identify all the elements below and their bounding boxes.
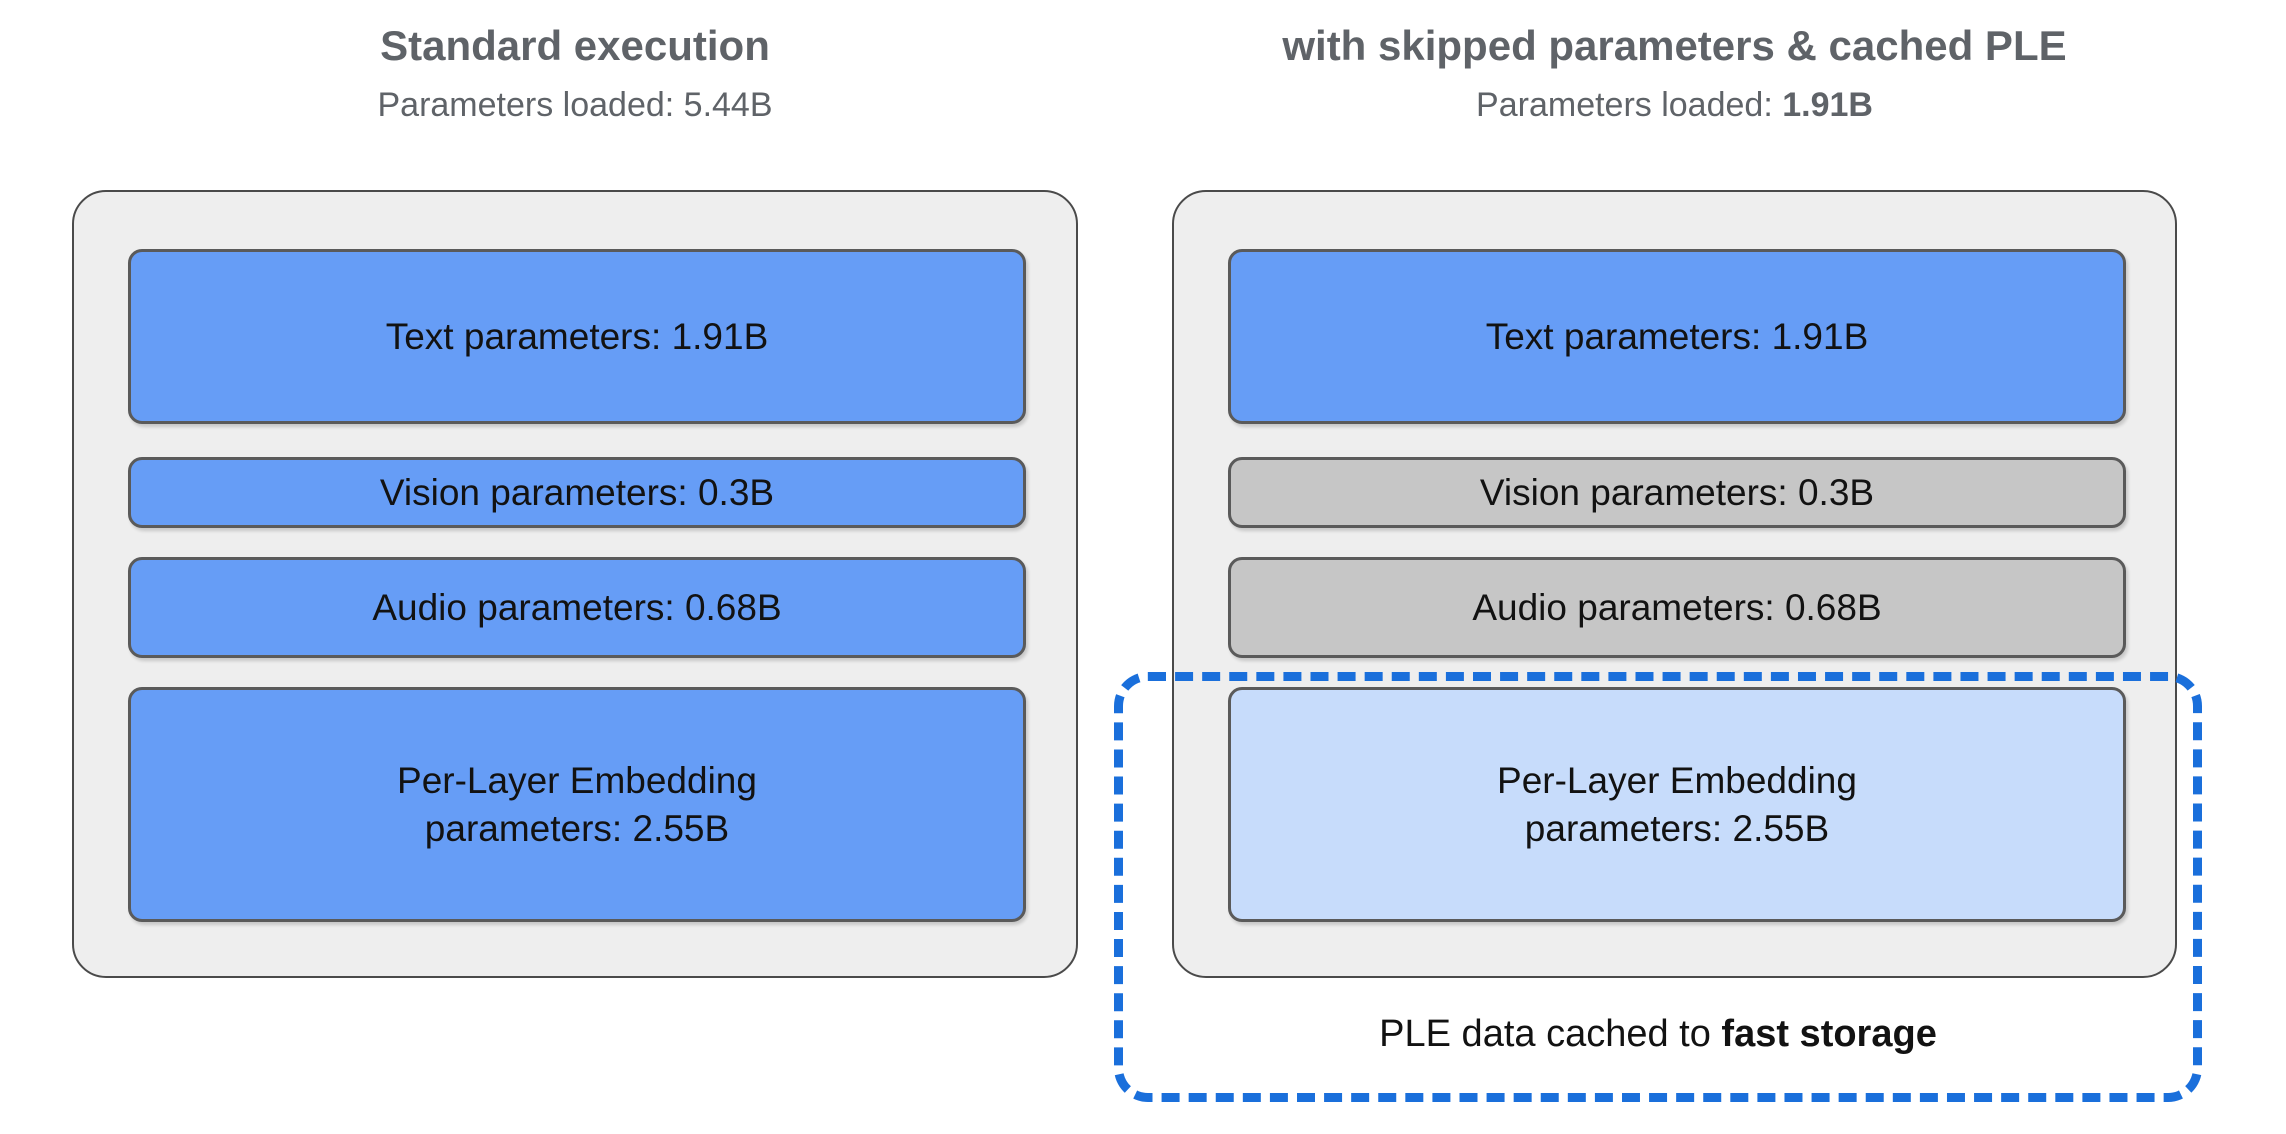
column-subtitle-standard: Parameters loaded: 5.44B (72, 86, 1078, 125)
block-label-line2: parameters: 2.55B (1524, 807, 1830, 849)
subtitle-prefix-optimized: Parameters loaded: (1476, 86, 1783, 125)
column-header-standard: Standard execution Parameters loaded: 5.… (72, 22, 1078, 125)
cache-caption-prefix: PLE data cached to (1379, 1013, 1722, 1055)
block-ple-parameters-optimized[interactable]: Per-Layer Embedding parameters: 2.55B (1228, 687, 2126, 922)
block-label-line1: Per-Layer Embedding (1497, 760, 1857, 802)
block-label: Vision parameters: 0.3B (379, 471, 775, 513)
subtitle-prefix-standard: Parameters loaded: (377, 86, 684, 125)
block-text-parameters-standard[interactable]: Text parameters: 1.91B (128, 249, 1026, 424)
cache-caption-emphasis: fast storage (1721, 1013, 1937, 1055)
block-label: Text parameters: 1.91B (385, 315, 769, 357)
column-title-optimized: with skipped parameters & cached PLE (1282, 22, 2067, 69)
subtitle-value-optimized: 1.91B (1782, 86, 1873, 125)
subtitle-value-standard: 5.44B (683, 86, 773, 125)
block-audio-parameters-optimized[interactable]: Audio parameters: 0.68B (1228, 557, 2126, 658)
column-header-optimized: with skipped parameters & cached PLE Par… (1172, 22, 2177, 125)
block-text-parameters-optimized[interactable]: Text parameters: 1.91B (1228, 249, 2126, 424)
block-label: Audio parameters: 0.68B (372, 586, 782, 628)
panel-optimized: Text parameters: 1.91B Vision parameters… (1172, 190, 2177, 978)
block-label: Text parameters: 1.91B (1485, 315, 1869, 357)
ple-cache-caption: PLE data cached to fast storage (1114, 1013, 2202, 1056)
block-vision-parameters-optimized[interactable]: Vision parameters: 0.3B (1228, 457, 2126, 528)
ple-cache-highlight-box (1114, 672, 2202, 1102)
block-audio-parameters-standard[interactable]: Audio parameters: 0.68B (128, 557, 1026, 658)
block-label-line1: Per-Layer Embedding (397, 760, 757, 802)
block-label: Vision parameters: 0.3B (1479, 471, 1875, 513)
panel-standard: Text parameters: 1.91B Vision parameters… (72, 190, 1078, 978)
column-title-standard: Standard execution (380, 22, 770, 69)
block-ple-parameters-standard[interactable]: Per-Layer Embedding parameters: 2.55B (128, 687, 1026, 922)
column-subtitle-optimized: Parameters loaded: 1.91B (1172, 86, 2177, 125)
block-label: Audio parameters: 0.68B (1472, 586, 1882, 628)
block-vision-parameters-standard[interactable]: Vision parameters: 0.3B (128, 457, 1026, 528)
block-label-line2: parameters: 2.55B (424, 807, 730, 849)
